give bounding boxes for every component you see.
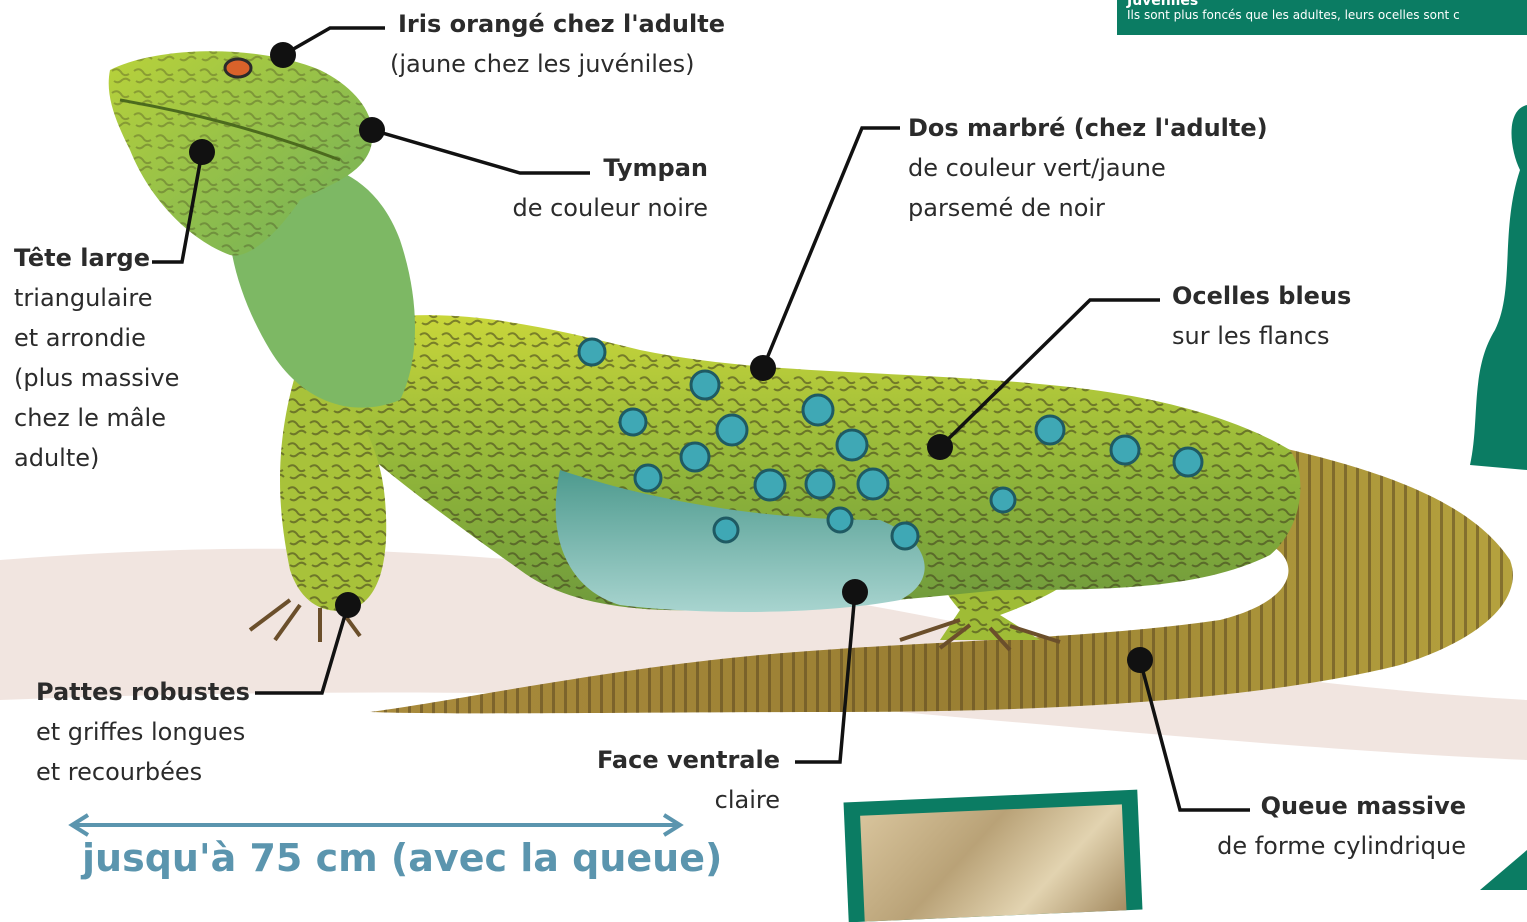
label-iris-title: Iris orangé chez l'adulte xyxy=(398,4,725,44)
label-dos: Dos marbré (chez l'adulte) de couleur ve… xyxy=(908,108,1268,228)
label-pattes: Pattes robustes et griffes longues et re… xyxy=(36,672,250,792)
lizard-diagram: Juvéniles Ils sont plus foncés que les a… xyxy=(0,0,1527,890)
label-ocelles-desc: sur les flancs xyxy=(1172,316,1351,356)
label-ventrale: Face ventrale claire xyxy=(560,740,780,820)
label-tete-desc3: (plus massive xyxy=(14,358,179,398)
label-tete-title: Tête large xyxy=(14,238,179,278)
label-pattes-title: Pattes robustes xyxy=(36,672,250,712)
scale-label: jusqu'à 75 cm (avec la queue) xyxy=(82,836,722,880)
juveniles-info-box: Juvéniles Ils sont plus foncés que les a… xyxy=(1117,0,1527,35)
dot-ocelles xyxy=(927,434,953,460)
dot-pattes xyxy=(335,592,361,618)
photo-thumbnail xyxy=(844,790,1143,922)
label-dos-desc2: parsemé de noir xyxy=(908,188,1268,228)
label-queue: Queue massive de forme cylindrique xyxy=(1150,786,1466,866)
label-dos-title: Dos marbré (chez l'adulte) xyxy=(908,108,1268,148)
label-pattes-desc1: et griffes longues xyxy=(36,712,250,752)
juveniles-title: Juvéniles xyxy=(1127,0,1527,8)
label-iris-desc: (jaune chez les juvéniles) xyxy=(390,44,725,84)
label-ventrale-desc: claire xyxy=(560,780,780,820)
leader-iris xyxy=(283,28,385,55)
dot-tete xyxy=(189,139,215,165)
label-tete-desc4: chez le mâle xyxy=(14,398,179,438)
dot-dos xyxy=(750,355,776,381)
dot-tympan xyxy=(359,117,385,143)
label-tete-desc5: adulte) xyxy=(14,438,179,478)
label-tympan-desc: de couleur noire xyxy=(470,188,708,228)
leader-ocelles xyxy=(940,300,1160,447)
label-tete: Tête large triangulaire et arrondie (plu… xyxy=(14,238,179,478)
label-iris: Iris orangé chez l'adulte (jaune chez le… xyxy=(398,4,725,84)
label-tete-desc2: et arrondie xyxy=(14,318,179,358)
corner-accent xyxy=(1480,850,1527,890)
photo-image xyxy=(860,804,1126,921)
label-pattes-desc2: et recourbées xyxy=(36,752,250,792)
label-ventrale-title: Face ventrale xyxy=(560,740,780,780)
label-ocelles-title: Ocelles bleus xyxy=(1172,276,1351,316)
dot-iris xyxy=(270,42,296,68)
label-queue-desc: de forme cylindrique xyxy=(1150,826,1466,866)
label-dos-desc1: de couleur vert/jaune xyxy=(908,148,1268,188)
label-tete-desc1: triangulaire xyxy=(14,278,179,318)
label-ocelles: Ocelles bleus sur les flancs xyxy=(1172,276,1351,356)
label-tympan-title: Tympan xyxy=(470,148,708,188)
map-silhouette xyxy=(1470,105,1527,470)
juveniles-text: Ils sont plus foncés que les adultes, le… xyxy=(1127,8,1460,22)
label-tympan: Tympan de couleur noire xyxy=(470,148,708,228)
leader-dos xyxy=(763,128,900,368)
leader-ventrale xyxy=(795,592,855,762)
dot-ventrale xyxy=(842,579,868,605)
label-queue-title: Queue massive xyxy=(1150,786,1466,826)
leader-pattes xyxy=(255,605,348,693)
dot-queue xyxy=(1127,647,1153,673)
